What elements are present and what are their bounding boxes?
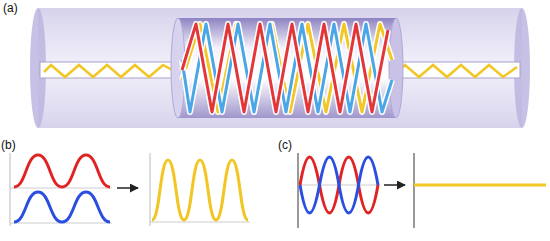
light-ray: [182, 24, 392, 112]
ray-bundle: [182, 24, 392, 112]
fiber-core: [392, 62, 520, 78]
yellow-wave: [152, 160, 248, 220]
red-wave: [14, 155, 110, 187]
panel-label: (a): [3, 1, 18, 15]
blue-wave: [14, 192, 110, 222]
light-ray: [398, 65, 517, 77]
arrow: [384, 184, 405, 186]
red-wave: [300, 157, 378, 213]
ray-glow: [182, 24, 392, 112]
panel-b: [10, 153, 250, 226]
cavity-cylinder: [178, 18, 396, 118]
light-ray: [182, 24, 388, 112]
ray-glow: [182, 24, 392, 112]
baseline: [150, 222, 250, 223]
axis: [150, 153, 151, 226]
cavity-end: [389, 18, 403, 118]
fiber-core: [40, 62, 182, 78]
axis: [413, 153, 415, 228]
axis: [10, 153, 11, 226]
light-ray: [182, 24, 392, 112]
panel-c: [298, 153, 546, 228]
panel-label: (c): [278, 138, 292, 152]
ray-glow: [182, 24, 388, 112]
arrow: [117, 187, 138, 189]
light-ray: [44, 65, 176, 77]
yellow-flat-line: [414, 184, 546, 187]
panel-label: (b): [1, 138, 16, 152]
axis: [297, 153, 299, 228]
outer-cladding: [38, 8, 522, 128]
blue-wave: [300, 157, 378, 213]
